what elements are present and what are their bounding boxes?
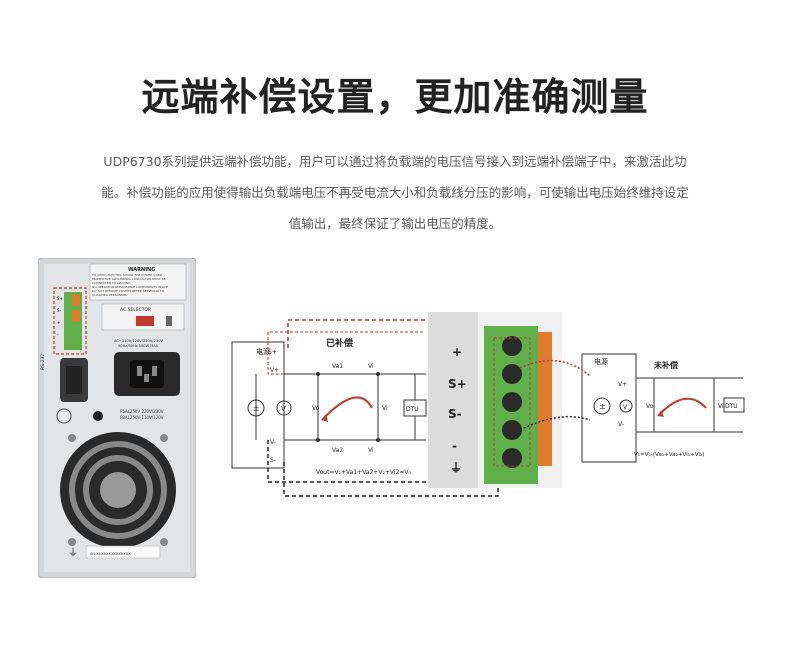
v-plus-label: V+ — [618, 381, 627, 388]
fuse-rating: F8AL250V 110V/120V — [120, 415, 164, 420]
terminal-sign: S+ — [448, 377, 467, 391]
warning-line: NO OPERATOR SERVICEABLE COMPONENTS INSID… — [92, 285, 168, 289]
vi-label: Vi — [718, 403, 724, 410]
vi1-label: Vi — [368, 363, 374, 370]
power-source-label: 电源 — [594, 357, 608, 366]
terminal-sign: - — [452, 439, 457, 453]
vi-label: Vi — [382, 405, 388, 412]
description-line: 能。补偿功能的应用使得输出负载端电压不再受电流大小和负载线分压的影响，可使输出电… — [101, 185, 689, 200]
voltmeter-label: V — [281, 405, 286, 413]
power-source-label: 电源 — [256, 347, 270, 356]
terminal-label: S- — [57, 308, 62, 313]
vi2-label: Vi — [368, 447, 374, 454]
sense-minus-label: S- — [270, 457, 276, 464]
uncompensated-circuit-diagram: 电源 V+ V- ± V Vo Vi DTU 未补偿 V₁=V₀-(Va₁+Va… — [581, 353, 745, 463]
power-source-box — [231, 341, 285, 469]
description-line: 值输出，最终保证了输出电压的精度。 — [288, 216, 502, 231]
serial-number: SN:XXXXXXXXXXXXXX — [90, 552, 131, 556]
description: UDP6730系列提供远端补偿功能，用户可以通过将负载端的电压信号接入到远端补偿… — [40, 146, 750, 239]
vo-label: Vo — [646, 403, 654, 410]
v-minus-label: V- — [618, 421, 624, 428]
page-title: 远端补偿设置，更加准确测量 — [141, 75, 649, 119]
vo-label: Vo — [312, 405, 320, 412]
terminal-label: + — [57, 320, 60, 325]
device-rear-panel: WARNING TO AVOID ELECTRIC SHOCK THE POWE… — [38, 258, 196, 578]
ac-rating: AC~110V/120V/220V/230V — [114, 339, 163, 343]
ac-selector-label: AC SELECTOR — [120, 307, 151, 313]
terminal-sign: S- — [448, 407, 462, 421]
warning-line: QUALIFIED PERSONNEL — [92, 293, 127, 297]
fuse-rating: F5AL250V 220V/230V — [120, 409, 164, 414]
warning-line: DO NOT REMOVE COVERS REFER SERVICING TO — [92, 289, 165, 293]
terminal-sign: ⏚ — [450, 461, 462, 475]
uncompensated-equation: V₁=V₀-(Va₁+Va₂+Vi₁+Vi₂) — [634, 452, 704, 458]
power-source-box — [581, 353, 637, 463]
load-label: DTU — [725, 403, 738, 410]
compensated-equation: Vout=V₁+Va1+Va2+V₂+Vi2=V₀ — [316, 469, 411, 476]
load-box — [723, 397, 745, 413]
va1-label: Va1 — [332, 363, 343, 370]
load-label: DTU — [406, 406, 419, 413]
warning-line: CONNECTED TO GROUND — [92, 281, 131, 285]
terminal-label: - — [57, 332, 59, 337]
compensated-title: 已补偿 — [326, 337, 353, 349]
dc-source-icon: ± — [599, 402, 606, 411]
sense-plus-label: S+ — [268, 349, 277, 356]
va2-label: Va2 — [332, 447, 343, 454]
current-arrow — [321, 396, 373, 421]
voltmeter-label: V — [623, 404, 628, 411]
terminal-highlight — [53, 287, 87, 355]
ground-icon: ⏚ — [68, 547, 78, 559]
rs232-label: RS-232 — [40, 354, 46, 370]
warning-line: TO AVOID ELECTRIC SHOCK THE POWER CORD — [91, 273, 163, 277]
v-plus-label: V+ — [270, 367, 279, 374]
current-arrow — [657, 397, 707, 417]
uncompensated-title: 未补偿 — [653, 360, 678, 370]
terminal-sign: + — [452, 345, 462, 359]
ac-frequency: 50Hz/60Hz 500W MAX — [118, 344, 159, 348]
connection-lines — [520, 359, 591, 431]
compensated-circuit-diagram: 电源 S+ V+ V- S- ± V Vo Vi Va1 Va2 Vi Vi D… — [231, 312, 562, 497]
v-minus-label: V- — [270, 439, 276, 446]
warning-title: WARNING — [128, 267, 155, 273]
terminal-label: S+ — [57, 296, 63, 301]
warning-line: PROTECTIVE GROUNDING CONDUCTOR MUST BE — [92, 277, 166, 281]
ac-selector-switch[interactable] — [136, 316, 154, 326]
description-line: UDP6730系列提供远端补偿功能，用户可以通过将负载端的电压信号接入到远端补偿… — [103, 154, 687, 169]
